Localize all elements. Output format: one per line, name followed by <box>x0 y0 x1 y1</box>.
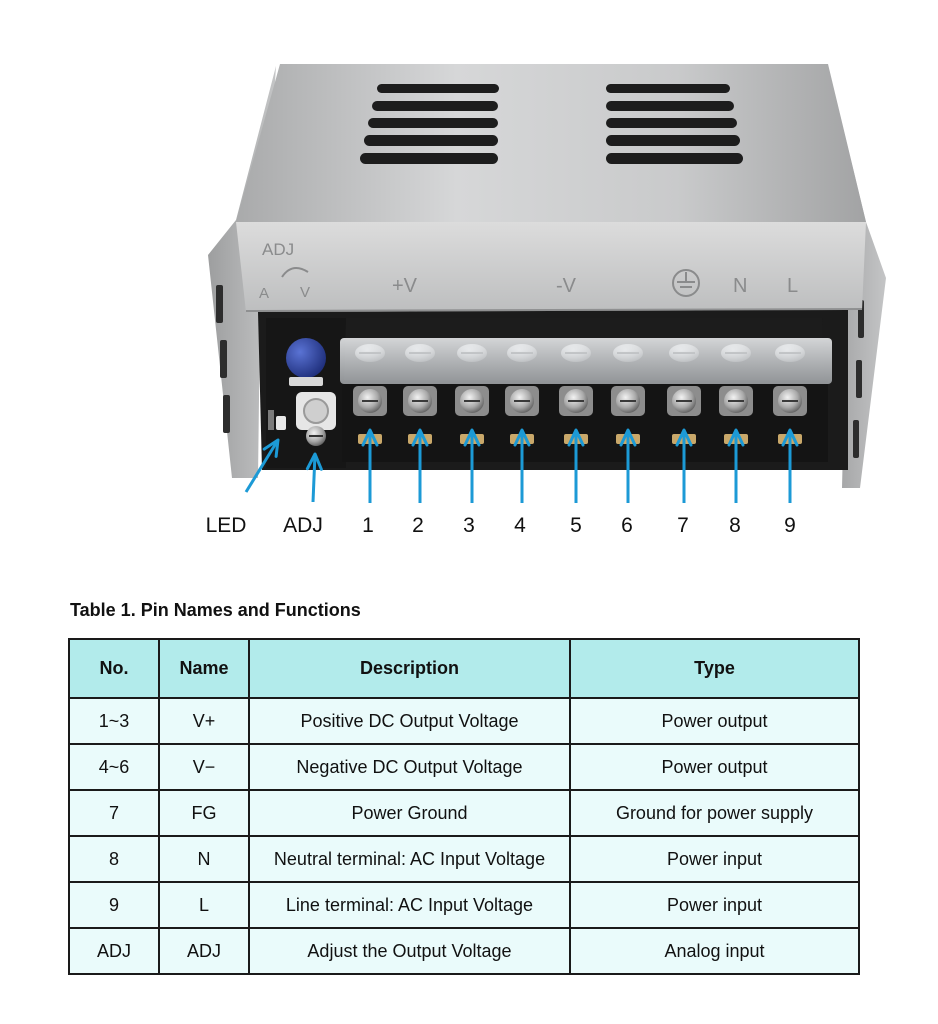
callout-arrow-10 <box>727 428 745 503</box>
callout-arrow-1 <box>244 438 280 493</box>
case-marking-n: N <box>733 275 747 297</box>
callout-arrow-4 <box>411 428 429 503</box>
callout-label-8: 8 <box>729 514 741 537</box>
header-name: Name <box>158 638 250 699</box>
callout-arrow-7 <box>567 428 585 503</box>
cell-no: 9 <box>68 881 160 929</box>
cell-description: Line terminal: AC Input Voltage <box>248 881 571 929</box>
table-row: 9 L Line terminal: AC Input Voltage Powe… <box>68 881 860 929</box>
case-marking-minus-v: -V <box>556 275 577 297</box>
table-title: Table 1. Pin Names and Functions <box>70 600 361 620</box>
cell-name: N <box>158 835 250 883</box>
adj-curve-arrow-icon <box>281 267 309 278</box>
table-row: 4~6 V− Negative DC Output Voltage Power … <box>68 743 860 791</box>
cell-no: 8 <box>68 835 160 883</box>
cell-description: Adjust the Output Voltage <box>248 927 571 975</box>
table-row: 1~3 V+ Positive DC Output Voltage Power … <box>68 697 860 745</box>
callout-label-adj: ADJ <box>283 514 323 537</box>
table-header-row: No. Name Description Type <box>68 638 860 699</box>
case-marking-adj-arrow: A <box>259 285 269 302</box>
case-marking-plus-v: +V <box>392 275 418 297</box>
table-row: ADJ ADJ Adjust the Output Voltage Analog… <box>68 927 860 975</box>
capacitor <box>286 338 326 386</box>
case-top <box>236 64 866 222</box>
case-marking-adj: ADJ <box>262 240 294 259</box>
cell-no: 7 <box>68 789 160 837</box>
table-row: 8 N Neutral terminal: AC Input Voltage P… <box>68 835 860 883</box>
case-front-lip: ADJ A V +V -V N L <box>236 222 866 312</box>
callout-label-2: 2 <box>412 514 424 537</box>
power-supply-figure: ADJ A V +V -V N L <box>206 64 886 537</box>
cell-name: V+ <box>158 697 250 745</box>
cell-description: Neutral terminal: AC Input Voltage <box>248 835 571 883</box>
transparent-cover <box>340 338 832 384</box>
cell-type: Power input <box>569 881 860 929</box>
cell-type: Power input <box>569 835 860 883</box>
header-description: Description <box>248 638 571 699</box>
callout-label-1: 1 <box>362 514 374 537</box>
cell-type: Power output <box>569 697 860 745</box>
callout-arrow-3 <box>361 428 379 503</box>
cell-type: Power output <box>569 743 860 791</box>
callout-label-4: 4 <box>514 514 526 537</box>
callout-label-5: 5 <box>570 514 582 537</box>
callout-label-6: 6 <box>621 514 633 537</box>
pin-table: No. Name Description Type 1~3 V+ Positiv… <box>68 638 860 975</box>
header-type: Type <box>569 638 860 699</box>
ground-symbol-icon <box>672 269 700 297</box>
case-marking-l: L <box>787 275 798 297</box>
cell-name: ADJ <box>158 927 250 975</box>
callout-arrow-2 <box>305 452 323 503</box>
adj-potentiometer <box>296 392 336 446</box>
vent-slots-left <box>360 84 499 164</box>
cell-name: L <box>158 881 250 929</box>
cell-no: 1~3 <box>68 697 160 745</box>
callout-label-9: 9 <box>784 514 796 537</box>
callout-label-7: 7 <box>677 514 689 537</box>
header-no: No. <box>68 638 160 699</box>
cell-name: FG <box>158 789 250 837</box>
cell-no: 4~6 <box>68 743 160 791</box>
callout-label-led: LED <box>206 514 247 537</box>
callout-label-3: 3 <box>463 514 475 537</box>
cell-no: ADJ <box>68 927 160 975</box>
callout-arrow-5 <box>463 428 481 503</box>
vent-slots-right <box>606 84 743 164</box>
case-marking-adj-v: V <box>300 284 310 301</box>
table-row: 7 FG Power Ground Ground for power suppl… <box>68 789 860 837</box>
cell-type: Analog input <box>569 927 860 975</box>
callout-arrow-8 <box>619 428 637 503</box>
callout-arrow-11 <box>781 428 799 503</box>
cell-type: Ground for power supply <box>569 789 860 837</box>
callout-arrows: LED ADJ 1 2 3 4 5 6 7 8 9 <box>206 428 799 537</box>
callout-arrow-9 <box>675 428 693 503</box>
cell-description: Positive DC Output Voltage <box>248 697 571 745</box>
cell-description: Power Ground <box>248 789 571 837</box>
led-indicator <box>268 410 286 430</box>
cell-name: V− <box>158 743 250 791</box>
callout-arrow-6 <box>513 428 531 503</box>
cell-description: Negative DC Output Voltage <box>248 743 571 791</box>
